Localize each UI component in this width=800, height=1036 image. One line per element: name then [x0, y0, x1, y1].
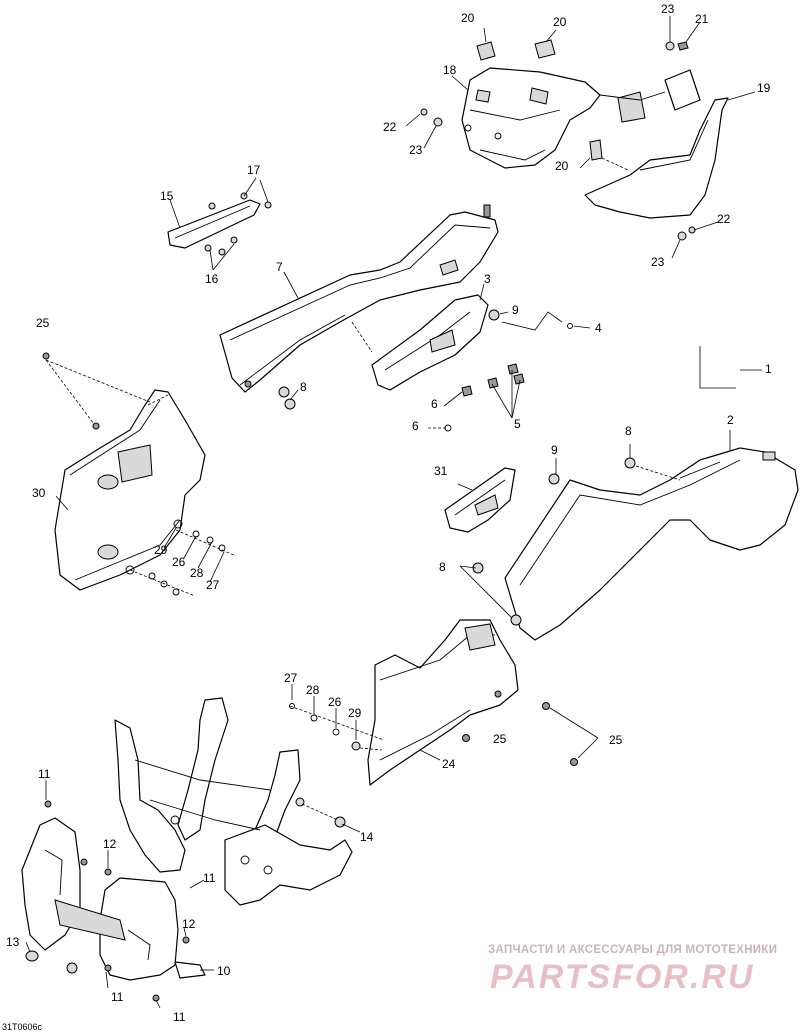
callout-26-left: 26 — [172, 555, 186, 569]
watermark-logo: PARTSFOR.RU — [490, 958, 755, 996]
callout-25-screw-right: 25 — [609, 733, 623, 747]
callout-11-lower-right: 11 — [173, 1010, 186, 1024]
frame-assembly — [114, 697, 353, 906]
callout-2: 2 — [727, 413, 734, 427]
callout-1: 1 — [765, 362, 772, 376]
part-9-4-clip — [488, 309, 573, 331]
leader-lines — [25, 16, 762, 1009]
callout-10: 10 — [217, 964, 231, 978]
callout-28-mid: 28 — [306, 683, 320, 697]
callout-9-clip: 9 — [512, 303, 519, 317]
parts-5-6-fasteners — [444, 363, 525, 432]
part-7-side-panel — [219, 204, 499, 393]
callout-22-screw-right: 22 — [717, 212, 731, 226]
callout-29-left: 29 — [154, 543, 168, 557]
callout-5: 5 — [514, 417, 521, 431]
callout-28-left: 28 — [190, 566, 204, 580]
callout-13: 13 — [6, 935, 20, 949]
callout-21: 21 — [695, 12, 709, 26]
callout-7: 7 — [276, 260, 283, 274]
part-2-side-panel — [472, 447, 799, 641]
callout-18: 18 — [443, 63, 457, 77]
part-18-cover — [461, 67, 601, 169]
callout-24: 24 — [442, 757, 456, 771]
callout-27-left: 27 — [206, 578, 220, 592]
part-8-9-grommets-mid — [548, 457, 636, 485]
callout-23-washer-left: 23 — [409, 143, 423, 157]
callout-12-lower: 12 — [182, 917, 196, 931]
callout-12-upper: 12 — [103, 837, 117, 851]
callout-20-pad-right: 20 — [553, 15, 567, 29]
part-31-guard — [444, 467, 516, 533]
callout-14: 14 — [360, 830, 374, 844]
part-8-grommets-upper — [244, 380, 296, 410]
part-30-support — [54, 389, 206, 591]
callout-25-screw-upper: 25 — [36, 316, 50, 330]
callout-8-grommet-lower: 8 — [439, 560, 446, 574]
watermark-tagline: ЗАПЧАСТИ И АКСЕССУАРЫ ДЛЯ МОТОТЕХНИКИ — [488, 944, 778, 956]
callout-30: 30 — [32, 486, 46, 500]
fasteners-top — [420, 41, 696, 241]
callout-25-screw-panel: 25 — [493, 732, 507, 746]
callout-26-mid: 26 — [328, 695, 342, 709]
callout-27-mid: 27 — [284, 671, 298, 685]
callout-9-grommet-mid: 9 — [551, 443, 558, 457]
callout-19: 19 — [757, 81, 771, 95]
callout-22-screw-left: 22 — [383, 120, 397, 134]
callout-8-grommet-mid: 8 — [625, 424, 632, 438]
part-10-front-guard — [21, 797, 346, 1002]
callout-23-washer-top: 23 — [661, 2, 675, 16]
fasteners-mid — [289, 702, 578, 766]
callout-20-pad-left: 20 — [461, 11, 475, 25]
callout-6-lower: 6 — [412, 419, 419, 433]
callout-6-upper: 6 — [431, 397, 438, 411]
part-24-panel — [367, 619, 519, 786]
callout-15: 15 — [160, 189, 174, 203]
callout-11-lower-left: 11 — [111, 990, 124, 1004]
callout-20-pad-lower: 20 — [555, 159, 569, 173]
callout-23-washer-right: 23 — [651, 255, 665, 269]
callout-31: 31 — [434, 464, 448, 478]
callout-29-mid: 29 — [348, 706, 362, 720]
part-3-panel — [351, 294, 489, 391]
callout-4: 4 — [595, 321, 602, 335]
callout-3: 3 — [484, 272, 491, 286]
callout-11-mid: 11 — [203, 871, 216, 885]
callout-8-grommet-upper: 8 — [300, 380, 307, 394]
callout-17: 17 — [247, 163, 261, 177]
diagram-code: 31T0606c — [2, 1022, 43, 1032]
fasteners-left — [42, 352, 226, 596]
callout-11-top: 11 — [38, 767, 51, 781]
part-19-cover — [584, 69, 729, 219]
callout-16: 16 — [205, 272, 219, 286]
part-15-bracket — [167, 192, 272, 256]
